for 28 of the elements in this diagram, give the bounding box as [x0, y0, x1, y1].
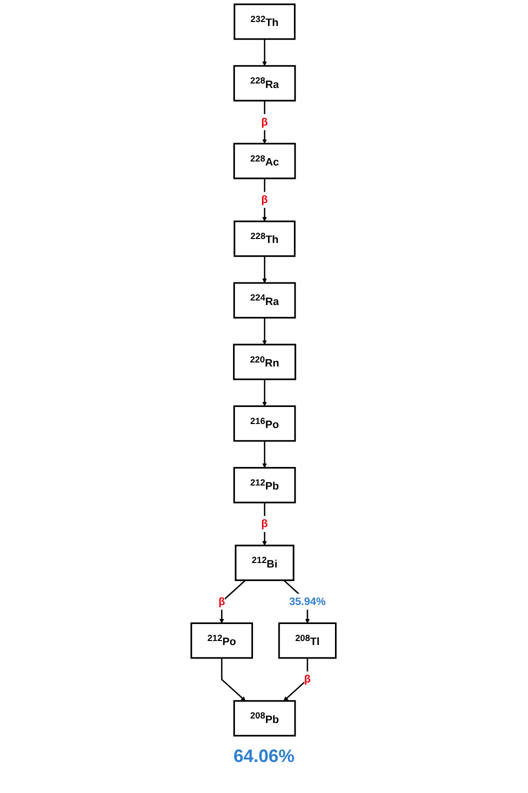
node-box: $^{216}$Po [234, 405, 296, 442]
edge-label: β [262, 518, 268, 530]
node-box: $^{228}$Ac [234, 142, 296, 180]
arrow [262, 100, 268, 144]
arrow [262, 39, 268, 66]
node-box: $^{228}$Th [234, 220, 296, 257]
arrow [284, 658, 309, 702]
node-box: $^{212}$Po [190, 622, 254, 659]
edge-label: β [218, 596, 226, 608]
arrow [262, 440, 268, 468]
node-box: $^{212}$Pb [234, 466, 296, 504]
node-box: $^{208}$Tl [278, 622, 338, 659]
node-box: $^{220}$Rn [233, 344, 297, 380]
edge-label: 35.94% [290, 596, 326, 608]
edge-label: β [262, 194, 268, 206]
arrow [262, 318, 268, 345]
edge-label: β [262, 116, 268, 128]
node-box: $^{224}$Ra [234, 282, 296, 318]
arrow [222, 658, 246, 702]
arrow [262, 379, 268, 406]
node-box: $^{208}$Pb [234, 700, 296, 736]
edge-label: β [304, 674, 312, 686]
arrow [262, 256, 268, 284]
arrow [220, 580, 246, 624]
branching-ratio: 64.06% [233, 746, 295, 766]
node-box: $^{232}$Th [234, 4, 296, 40]
node-box: $^{212}$Bi [235, 544, 295, 582]
node-box: $^{228}$Ra [234, 65, 296, 102]
